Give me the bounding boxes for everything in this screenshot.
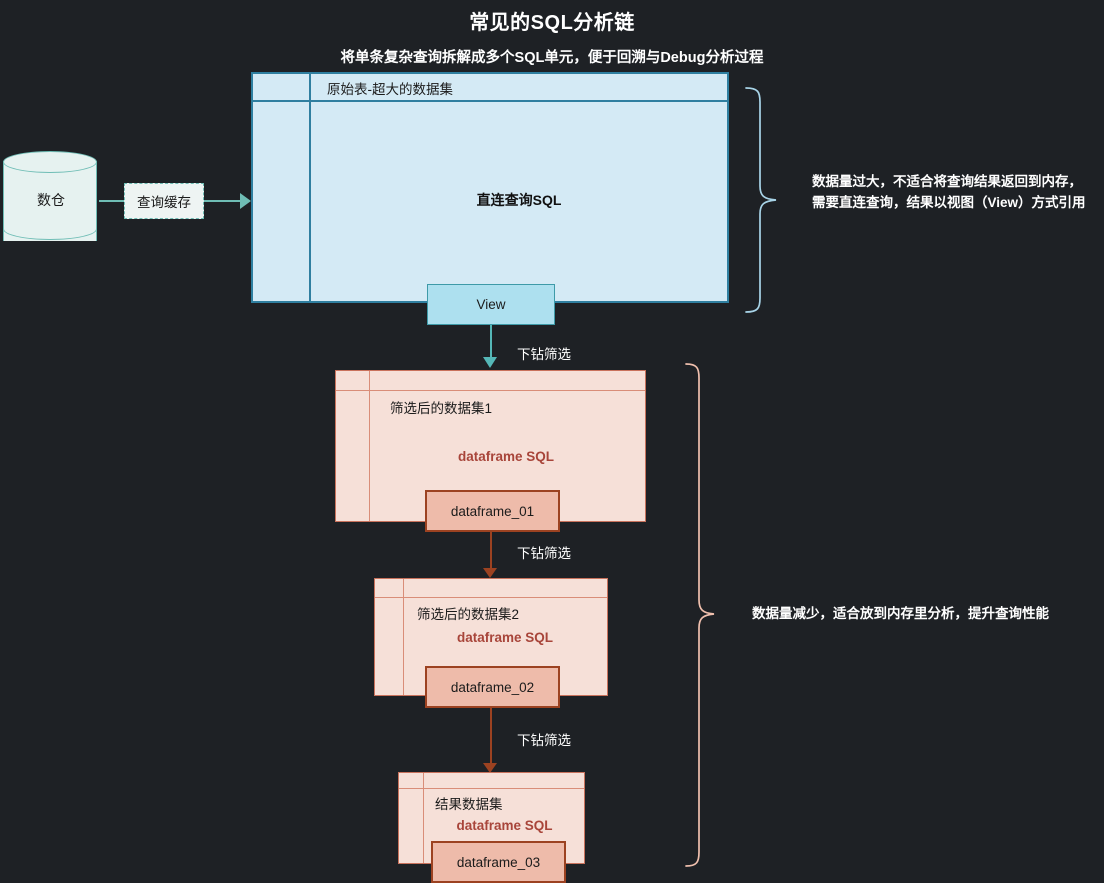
brace-bottom-icon bbox=[684, 362, 716, 868]
dataset-title-2: 筛选后的数据集2 bbox=[417, 607, 520, 622]
annotation-top: 数据量过大，不适合将查询结果返回到内存， 需要直连查询，结果以视图（View）方… bbox=[812, 174, 1086, 210]
drill-down-label-3: 下钻筛选 bbox=[517, 733, 571, 748]
arrowhead-dataframe01-to-dataset2-icon bbox=[483, 568, 497, 578]
dataset-header-divider bbox=[399, 788, 584, 790]
source-table-sql-label: 直连查询SQL bbox=[476, 192, 562, 208]
query-cache-node[interactable]: 查询缓存 bbox=[124, 183, 204, 219]
drill-down-label-1: 下钻筛选 bbox=[517, 347, 571, 362]
cylinder-top bbox=[3, 151, 97, 173]
dataframe-label-03: dataframe_03 bbox=[456, 854, 541, 870]
dataset-header-divider bbox=[336, 390, 645, 392]
dataset-sql-label-3: dataframe SQL bbox=[456, 818, 553, 833]
table-header-divider bbox=[253, 100, 727, 103]
dataframe-node-02[interactable]: dataframe_02 bbox=[425, 666, 560, 708]
source-table-title: 原始表-超大的数据集 bbox=[327, 82, 453, 97]
arrow-view-to-dataset1 bbox=[490, 325, 492, 359]
diagram-subtitle: 将单条复杂查询拆解成多个SQL单元，便于回溯与Debug分析过程 bbox=[340, 50, 764, 66]
connector-cache-to-table bbox=[204, 200, 242, 202]
arrow-dataframe02-to-dataset3 bbox=[490, 707, 492, 765]
view-node[interactable]: View bbox=[427, 284, 555, 325]
dataframe-node-03[interactable]: dataframe_03 bbox=[431, 841, 566, 883]
query-cache-label: 查询缓存 bbox=[137, 195, 191, 210]
arrowhead-view-to-dataset1-icon bbox=[483, 357, 497, 368]
arrowhead-cache-to-table-icon bbox=[240, 193, 251, 209]
dataset-sql-label-2: dataframe SQL bbox=[456, 630, 554, 645]
brace-top-icon bbox=[744, 86, 778, 314]
dataset-column-divider bbox=[369, 371, 371, 521]
page-title: 常见的SQL分析链 bbox=[469, 12, 635, 34]
dataset-title-3: 结果数据集 bbox=[435, 797, 503, 812]
database-cylinder-icon: 数仓 bbox=[3, 150, 99, 252]
source-table-node[interactable]: 原始表-超大的数据集 直连查询SQL bbox=[251, 72, 729, 303]
arrowhead-dataframe02-to-dataset3-icon bbox=[483, 763, 497, 773]
dataset-header-divider bbox=[375, 597, 607, 599]
drill-down-label-2: 下钻筛选 bbox=[517, 546, 571, 561]
view-label: View bbox=[476, 297, 506, 312]
dataframe-label-02: dataframe_02 bbox=[450, 679, 535, 695]
warehouse-label: 数仓 bbox=[37, 192, 65, 208]
connector-warehouse-to-cache bbox=[99, 200, 124, 202]
dataset-sql-label-1: dataframe SQL bbox=[457, 449, 555, 464]
annotation-bottom: 数据量减少，适合放到内存里分析，提升查询性能 bbox=[752, 606, 1049, 621]
dataframe-label-01: dataframe_01 bbox=[450, 503, 535, 519]
dataset-column-divider bbox=[403, 579, 405, 695]
dataframe-node-01[interactable]: dataframe_01 bbox=[425, 490, 560, 532]
dataset-title-1: 筛选后的数据集1 bbox=[390, 401, 493, 416]
dataset-column-divider bbox=[423, 773, 425, 863]
table-column-divider bbox=[309, 74, 312, 301]
arrow-dataframe01-to-dataset2 bbox=[490, 532, 492, 570]
cylinder-bottom bbox=[3, 218, 97, 240]
